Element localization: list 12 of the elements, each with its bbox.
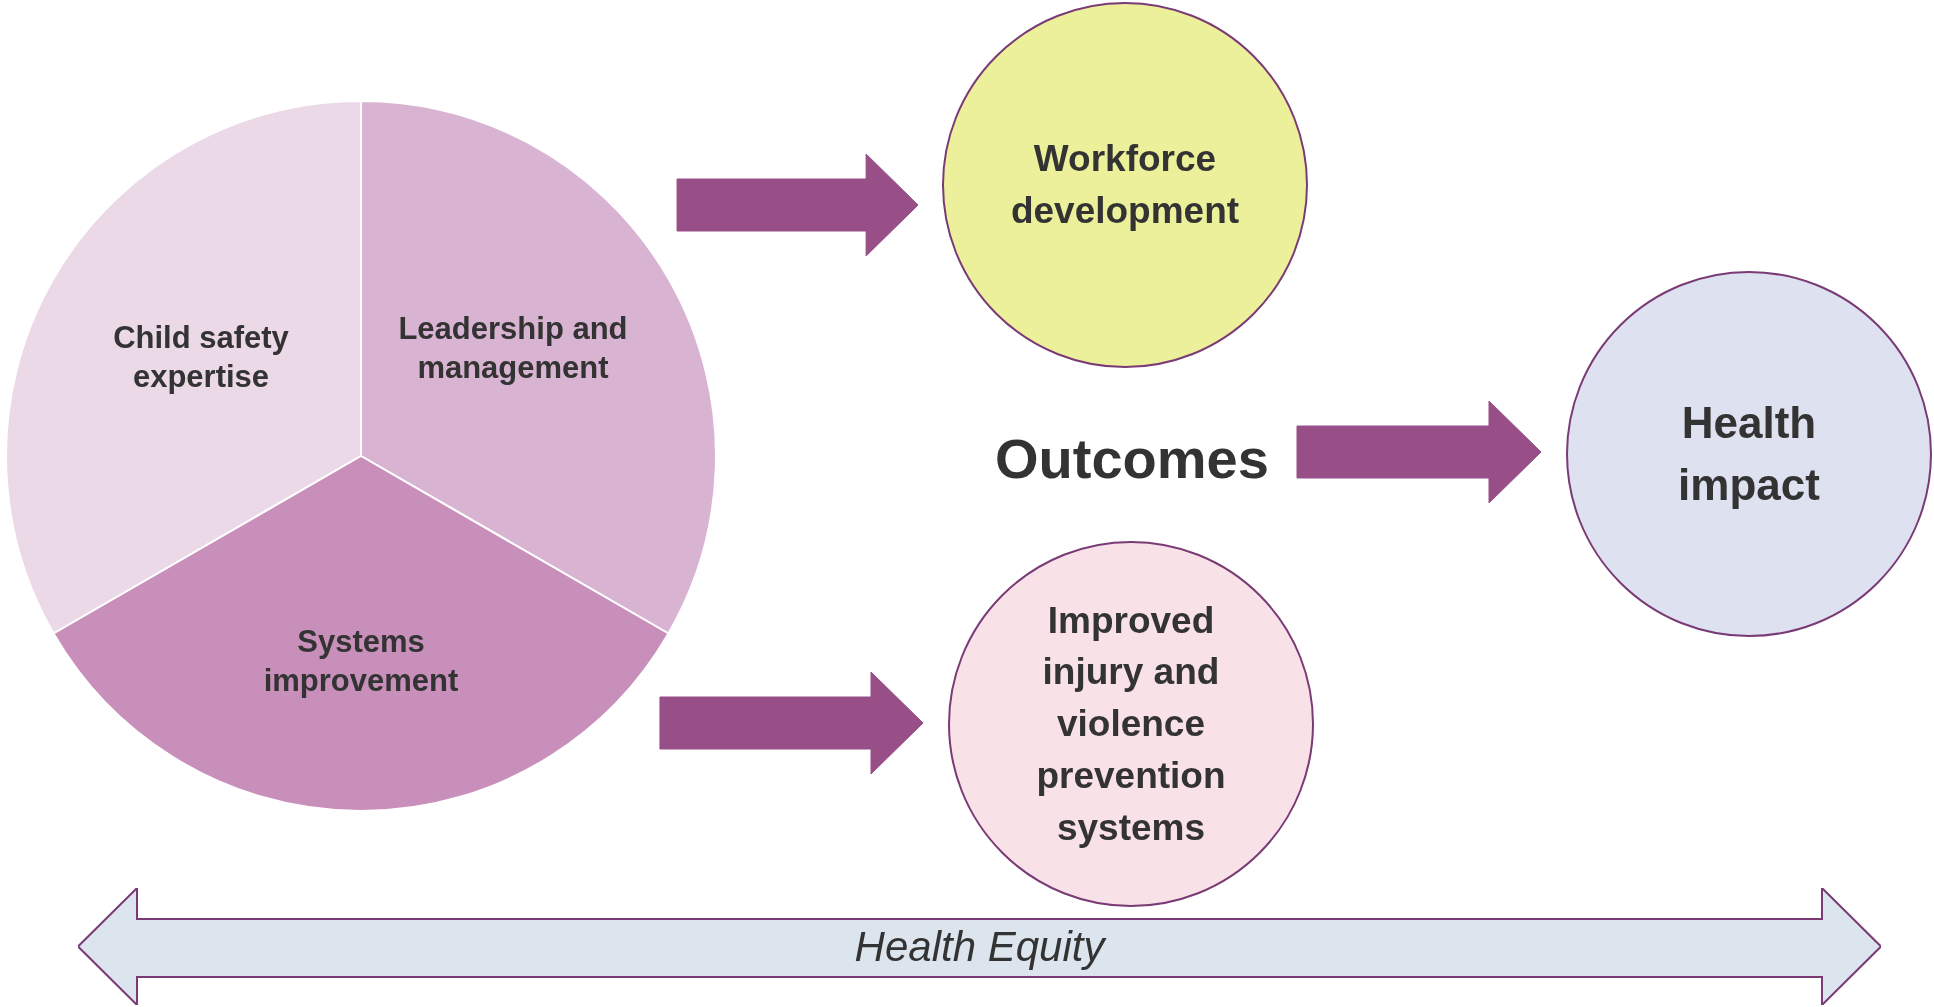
block-arrow <box>659 671 924 775</box>
sector-label: Systems improvement <box>262 623 460 700</box>
outcomes-heading: Outcomes <box>982 424 1282 494</box>
pie-sector <box>52 455 670 812</box>
circle-label: Workforce development <box>1009 137 1241 233</box>
circle-label: Health impact <box>1677 397 1821 511</box>
sector-label: Child safety expertise <box>112 319 290 396</box>
block-arrow <box>1296 400 1542 504</box>
circle-label: Improved injury and violence prevention systems <box>1035 598 1227 850</box>
band-label: Health Equity <box>854 922 1105 971</box>
block-arrow <box>676 153 919 257</box>
sector-label: Leadership and management <box>397 310 629 387</box>
